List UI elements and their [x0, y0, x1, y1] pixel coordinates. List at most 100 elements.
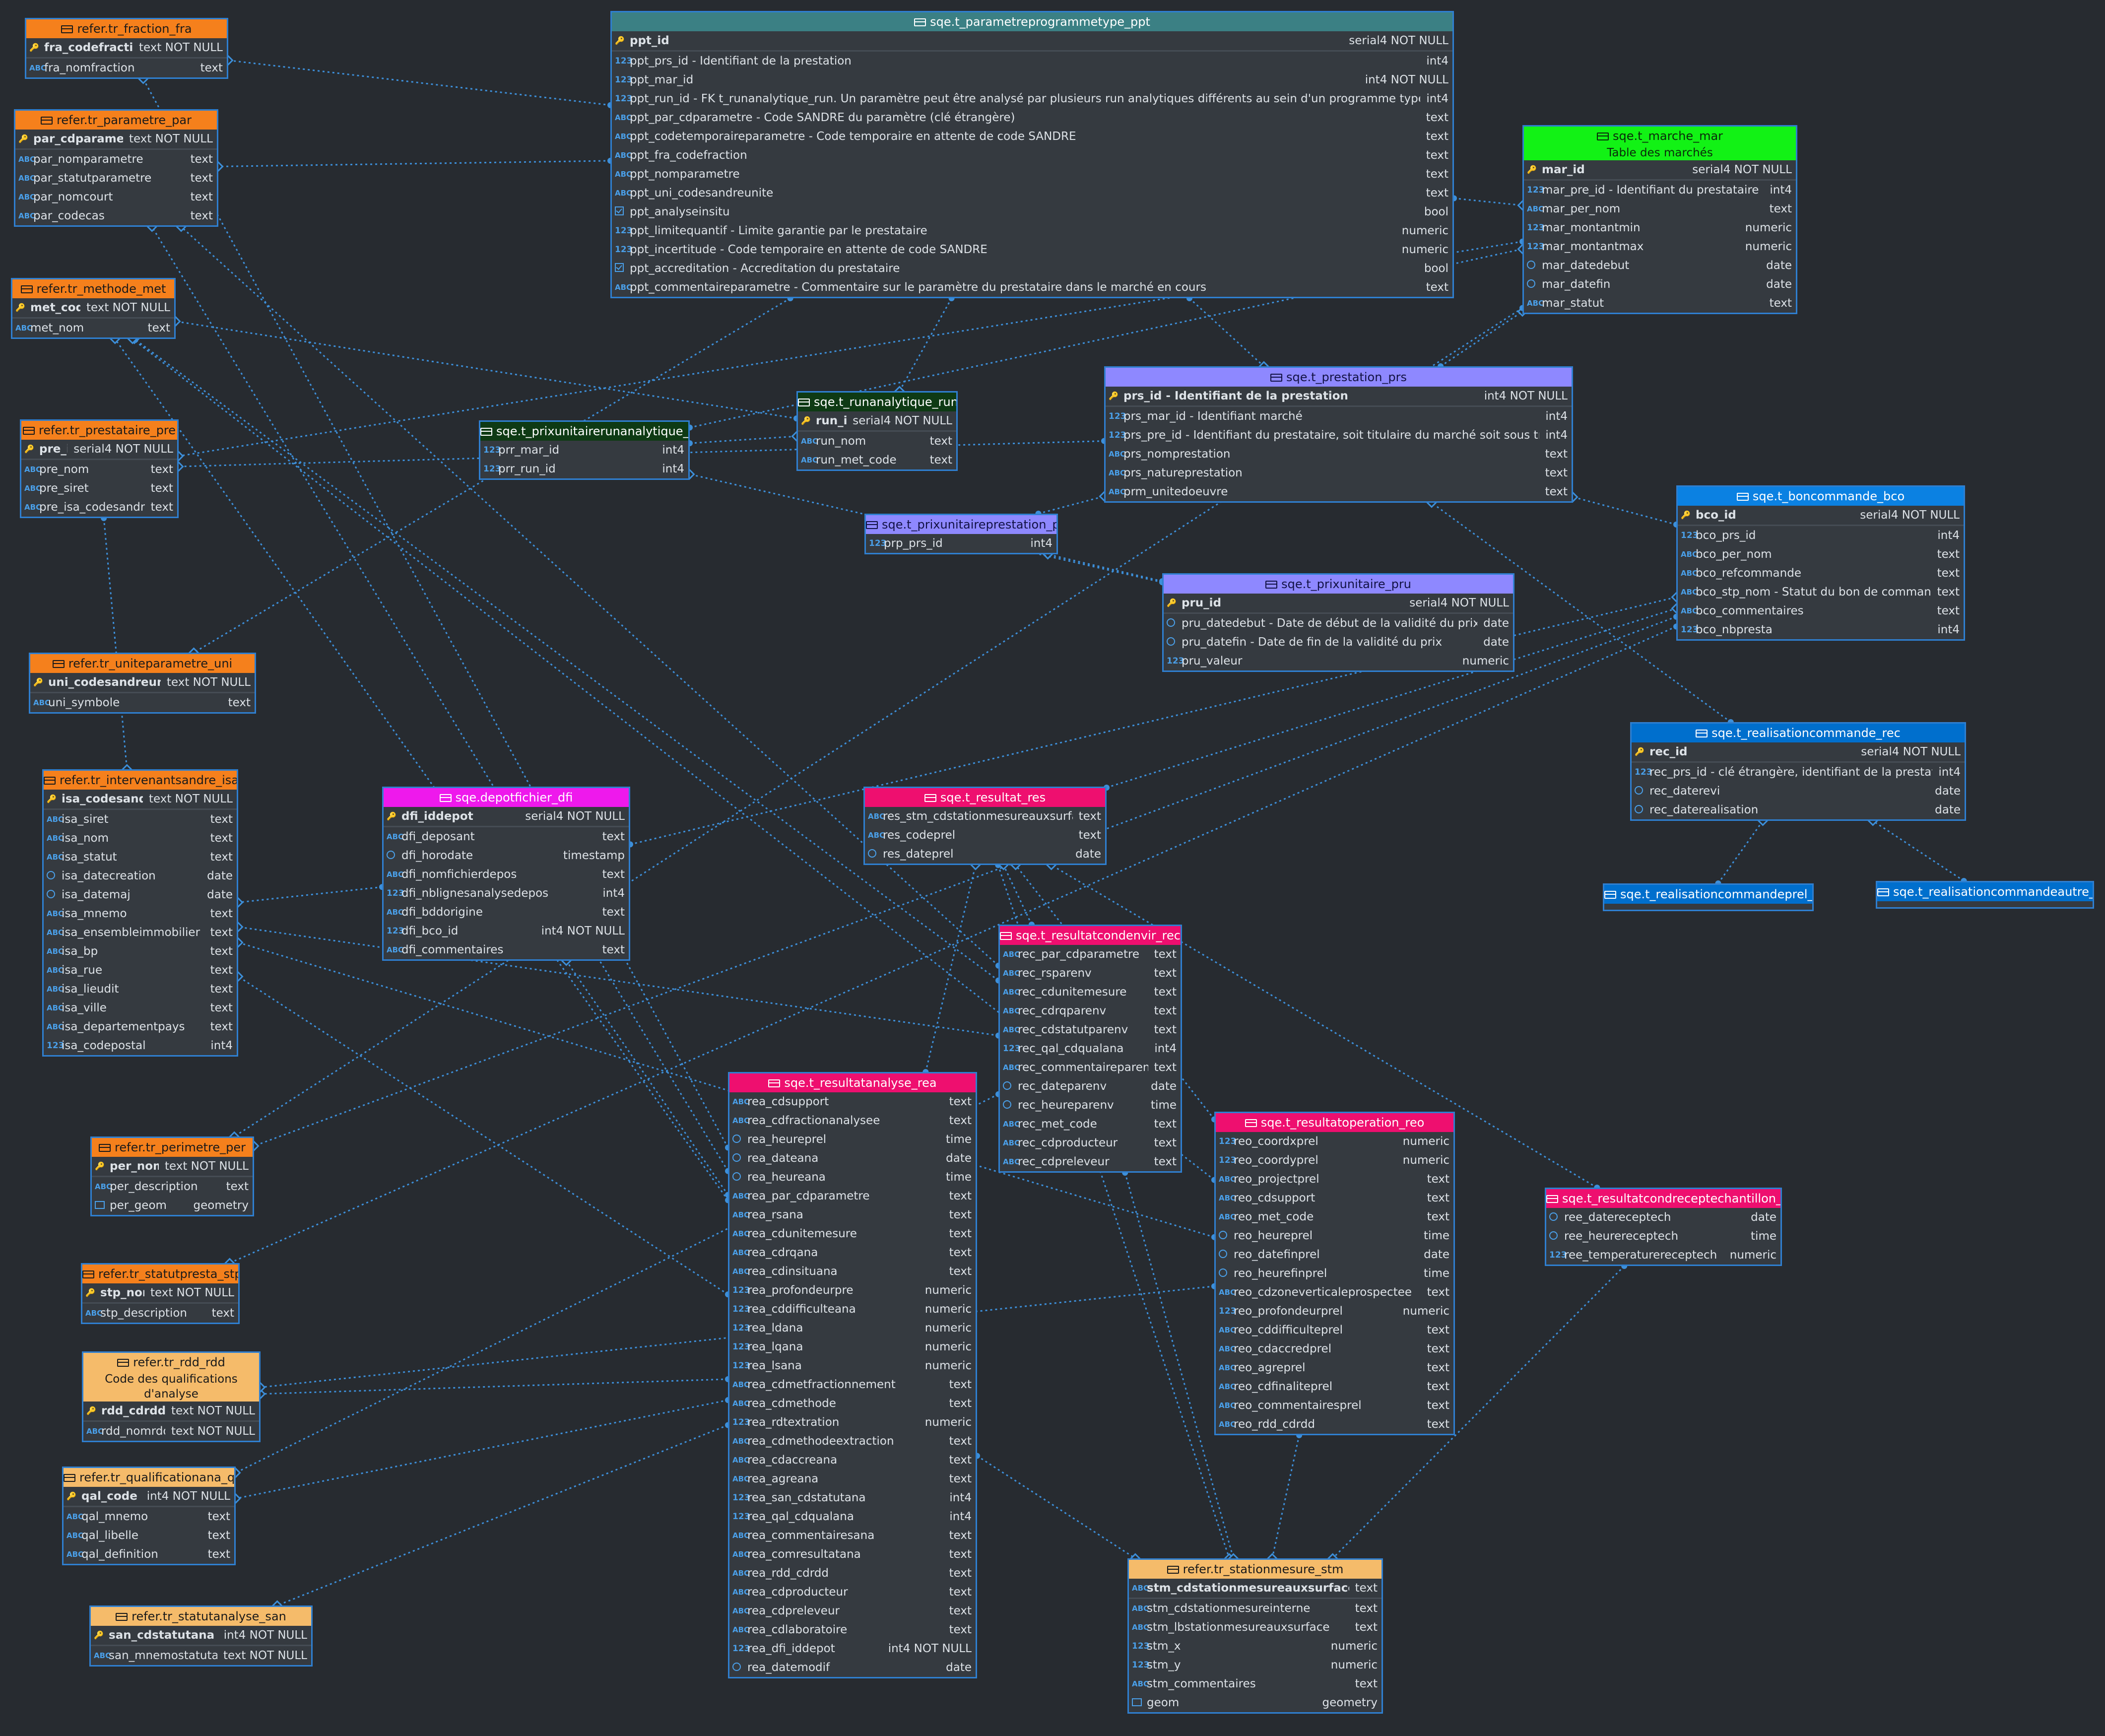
relation-link[interactable] — [277, 1424, 728, 1606]
table-uni[interactable]: refer.tr_uniteparametre_uni🔑uni_codesand… — [29, 653, 256, 714]
table-header[interactable]: sqe.t_marche_mar — [1524, 127, 1796, 145]
table-header[interactable]: refer.tr_parametre_par — [15, 111, 217, 130]
table-header[interactable]: sqe.t_resultatcondreceptechantillon_ree — [1546, 1189, 1780, 1208]
table-header[interactable]: refer.tr_perimetre_per — [92, 1138, 253, 1157]
table-rea2[interactable]: sqe.t_realisationcommandeautre_rea — [1876, 881, 2094, 909]
relation-link[interactable] — [235, 1399, 728, 1499]
table-header[interactable]: refer.tr_fraction_fra — [26, 19, 227, 38]
table-header[interactable]: refer.tr_methode_met — [12, 279, 174, 298]
relation-link[interactable] — [1573, 496, 1677, 526]
table-header[interactable]: sqe.t_runanalytique_run — [798, 393, 956, 411]
column-row[interactable]: ppt_accreditation - Accreditation du pre… — [612, 259, 1452, 278]
table-header[interactable]: refer.tr_qualificationana_qal — [64, 1468, 234, 1487]
table-header[interactable]: refer.tr_uniteparametre_uni — [30, 654, 255, 673]
table-header[interactable]: sqe.t_realisationcommande_rec — [1632, 724, 1965, 742]
table-header[interactable]: sqe.depotfichier_dfi — [384, 788, 629, 807]
table-san[interactable]: refer.tr_statutanalyse_san🔑san_cdstatuta… — [89, 1605, 313, 1667]
table-par[interactable]: refer.tr_parametre_par🔑par_cdparametrete… — [14, 109, 218, 227]
table-header[interactable]: sqe.t_prestation_prs — [1106, 368, 1572, 387]
table-prs[interactable]: sqe.t_prestation_prs🔑prs_id - Identifian… — [1104, 366, 1573, 503]
relation-link[interactable] — [1872, 820, 1965, 882]
table-header[interactable]: refer.tr_statutanalyse_san — [91, 1607, 311, 1626]
table-header[interactable]: sqe.t_realisationcommandeprel_rep — [1604, 885, 1812, 904]
table-rep[interactable]: sqe.t_realisationcommandeprel_rep — [1603, 883, 1814, 911]
relation-link[interactable] — [260, 1378, 728, 1395]
relation-link[interactable] — [1038, 495, 1105, 515]
relation-link[interactable] — [238, 976, 728, 1295]
column-row[interactable]: pru_datefin - Date de fin de la validité… — [1164, 633, 1513, 652]
